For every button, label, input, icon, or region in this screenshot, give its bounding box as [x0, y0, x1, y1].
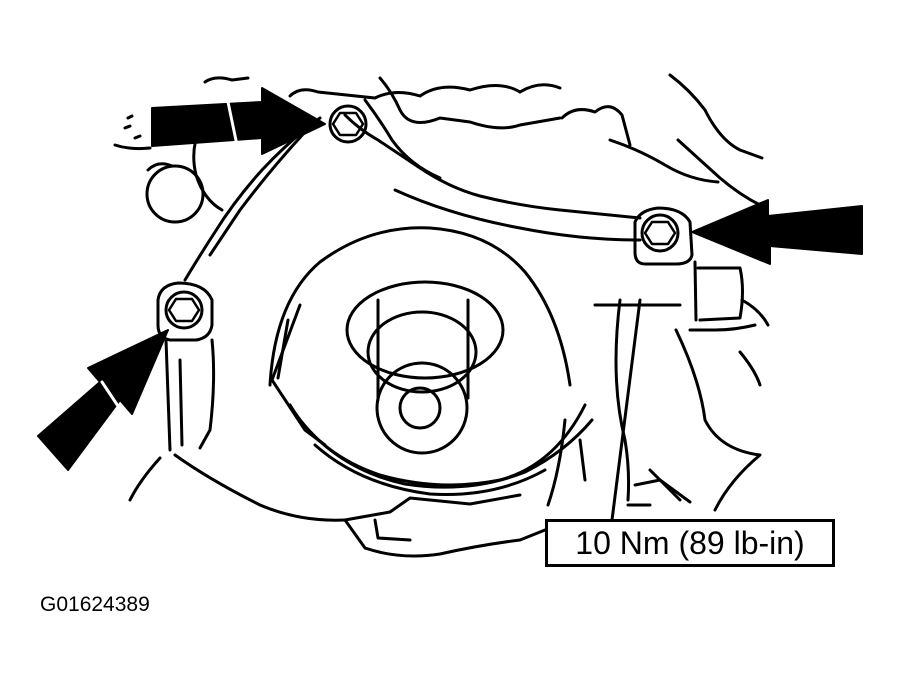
torque-value: 10 Nm (89 lb-in)	[575, 524, 805, 561]
bolt-icon	[330, 106, 366, 142]
arrow-icon	[692, 200, 862, 264]
bolt-icon	[642, 215, 678, 251]
bolt-icon	[166, 292, 202, 328]
seal-housing	[270, 228, 592, 495]
torque-callout: 10 Nm (89 lb-in)	[545, 519, 835, 567]
arrow-icon	[38, 330, 168, 470]
round-boss	[147, 166, 203, 222]
arrow-icon	[152, 88, 325, 154]
figure-id: G01624389	[40, 593, 150, 616]
